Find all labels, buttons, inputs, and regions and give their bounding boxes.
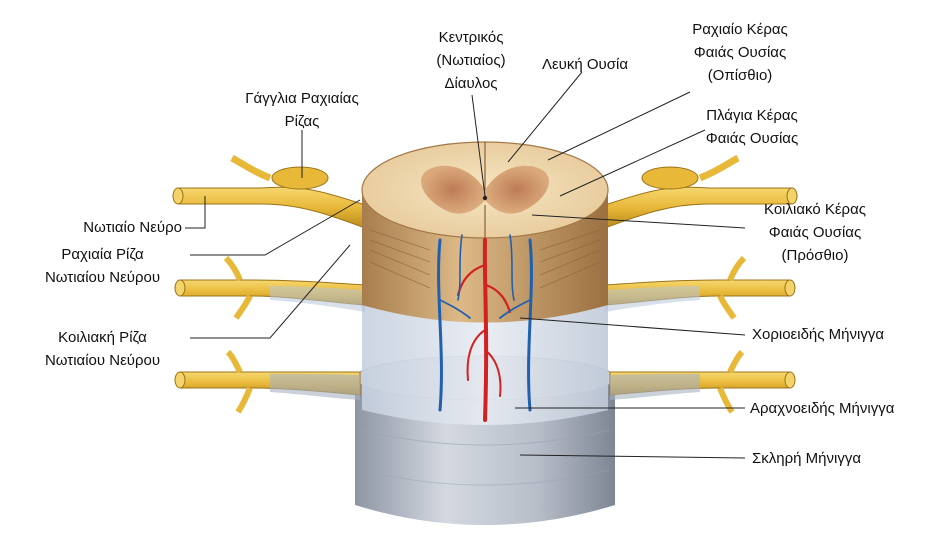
- label-lateral-horn: Πλάγια Κέρας Φαιάς Ουσίας: [705, 107, 799, 147]
- spinal-cord: [361, 141, 609, 422]
- leader-lines: [185, 71, 746, 459]
- label-white-matter: Λευκή Ουσία: [541, 56, 629, 73]
- label-dorsal-root: Ραχιαία Ρίζα Νωτιαίου Νεύρου: [44, 246, 161, 286]
- left-nerves: [172, 154, 366, 414]
- label-dura-mater: Σκληρή Μήνιγγα: [752, 450, 861, 467]
- label-spinal-nerve: Νωτιαίο Νεύρο: [83, 219, 182, 236]
- label-dorsal-root-ganglion: Γάγγλια Ραχιαίας Ρίζας: [245, 90, 359, 130]
- right-nerves: [604, 154, 798, 414]
- label-arachnoid-mater: Αραχνοειδής Μήνιγγα: [750, 400, 895, 417]
- label-ventral-root: Κοιλιακή Ρίζα Νωτιαίου Νεύρου: [44, 329, 161, 369]
- label-ventral-horn: Κοιλιακό Κέρας Φαιάς Ουσίας (Πρόσθιο): [764, 201, 866, 264]
- label-central-canal: Κεντρικός (Νωτιαίος) Δίαυλος: [436, 29, 506, 92]
- label-pia-mater: Χοριοειδής Μήνιγγα: [752, 326, 885, 343]
- label-dorsal-horn: Ραχιαίο Κέρας Φαιάς Ουσίας (Οπίσθιο): [692, 21, 788, 84]
